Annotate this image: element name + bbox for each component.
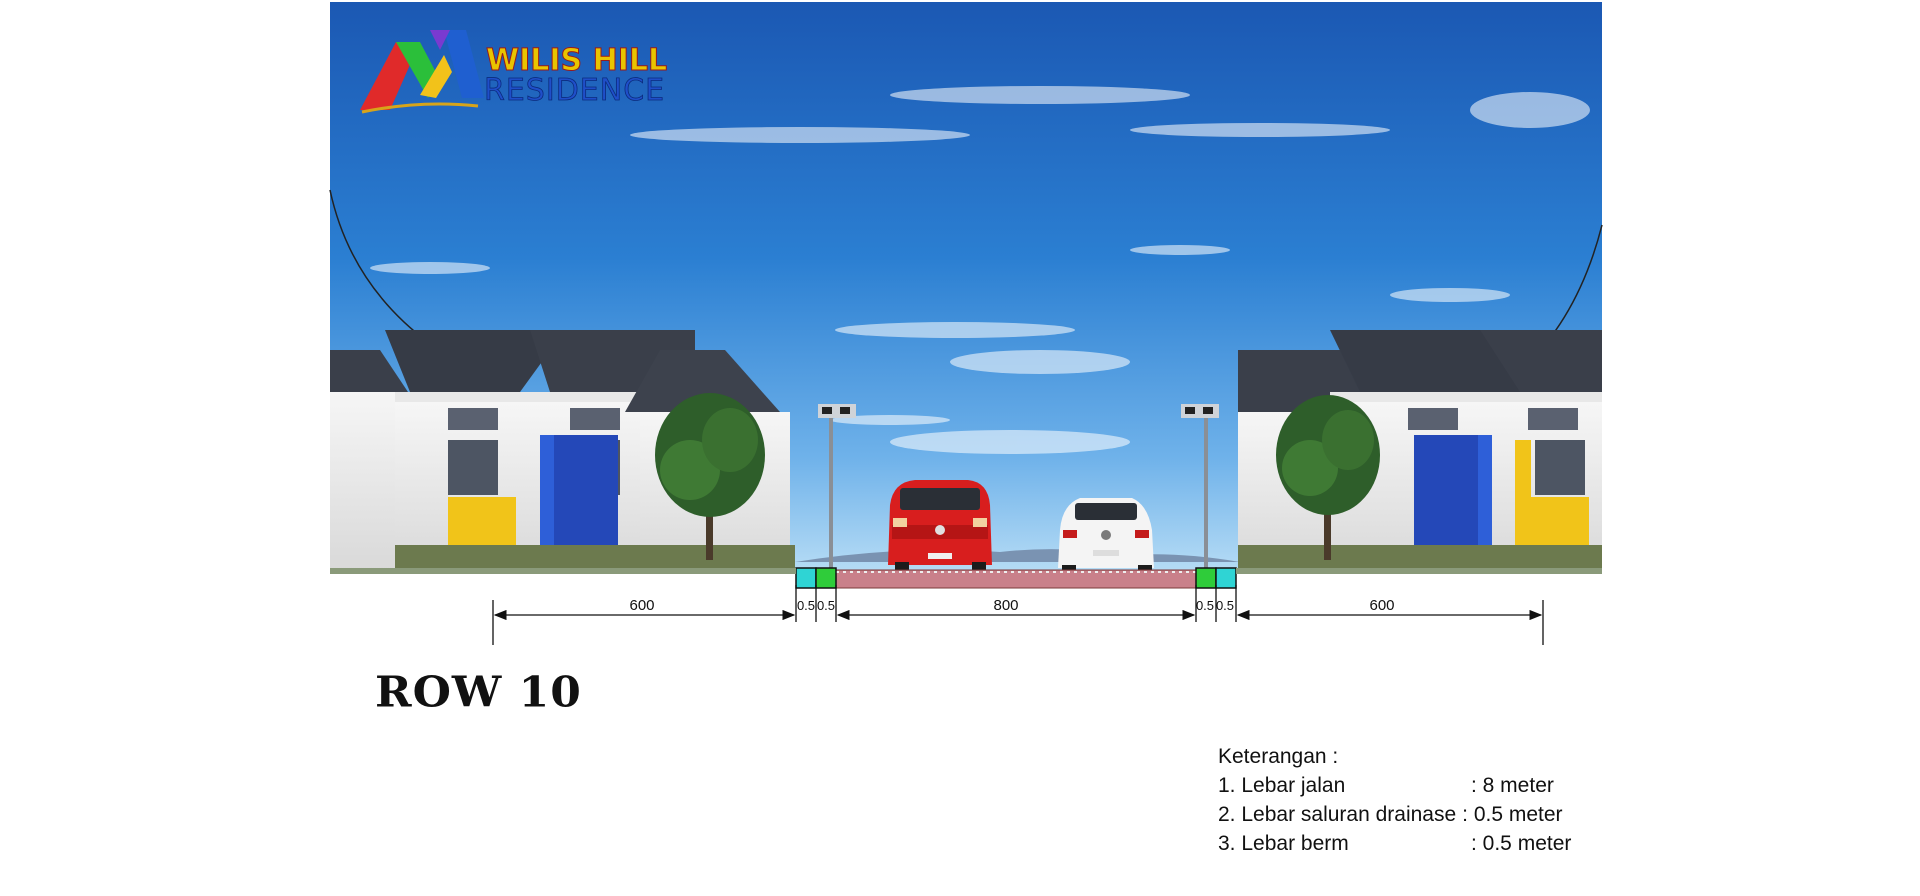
left-houses [330,330,795,570]
legend-item: 2. Lebar saluran drainase : 0.5 meter [1218,800,1571,829]
street-lamp-right [1181,404,1219,568]
legend-item-label: 3. Lebar berm [1218,832,1349,855]
logo-mark-purple [430,30,450,50]
legend-heading: Keterangan : [1218,742,1571,771]
logo-mark-blue [444,30,484,98]
dim-road: 800 [993,597,1018,614]
drain-left [795,567,817,589]
ground-strip-right [1236,568,1602,574]
dim-left-berm: 0.5 [817,598,835,613]
dim-right-drain: 0.5 [1216,598,1234,613]
berm-right [1195,567,1217,589]
legend: Keterangan : 1. Lebar jalan : 8 meter 2.… [1218,742,1571,858]
ground-strip-left [330,568,796,574]
dimension-lines [492,585,1544,645]
logo-text-wilis-hill: WILIS HILL [486,43,667,78]
white-car [1058,498,1154,574]
logo-text-residence: RESIDENCE [484,73,665,108]
legend-item-value: : 8 meter [1471,774,1554,797]
left-tree [655,393,765,560]
dim-right-lot: 600 [1369,597,1394,614]
street-lamp-left [818,404,856,568]
legend-item: 3. Lebar berm : 0.5 meter [1218,829,1571,858]
logo-swoosh [361,102,479,114]
road-surface [835,569,1197,589]
row-title: ROW 10 [375,668,582,717]
legend-item: 1. Lebar jalan : 8 meter [1218,771,1571,800]
right-tree [1276,395,1380,560]
legend-heading-text: Keterangan : [1218,745,1339,768]
red-car [888,480,992,572]
dim-left-drain: 0.5 [797,598,815,613]
clouds [370,86,1590,454]
legend-item-value: : 0.5 meter [1471,832,1572,855]
right-houses [1238,330,1602,570]
drain-right [1215,567,1237,589]
legend-item-label: 2. Lebar saluran drainase [1218,803,1457,826]
berm-left [815,567,837,589]
logo-mark-yellow [420,55,452,98]
legend-item-value: : 0.5 meter [1462,803,1563,826]
wilis-hill-logo: WILIS HILL RESIDENCE [360,30,668,114]
yellow-panel-left [448,497,516,545]
legend-item-label: 1. Lebar jalan [1218,774,1346,797]
dim-left-lot: 600 [629,597,654,614]
road-cross-section [795,567,1237,589]
dim-right-berm: 0.5 [1196,598,1214,613]
yellow-panel-right [1515,440,1531,545]
logo-mark-red [360,42,420,110]
